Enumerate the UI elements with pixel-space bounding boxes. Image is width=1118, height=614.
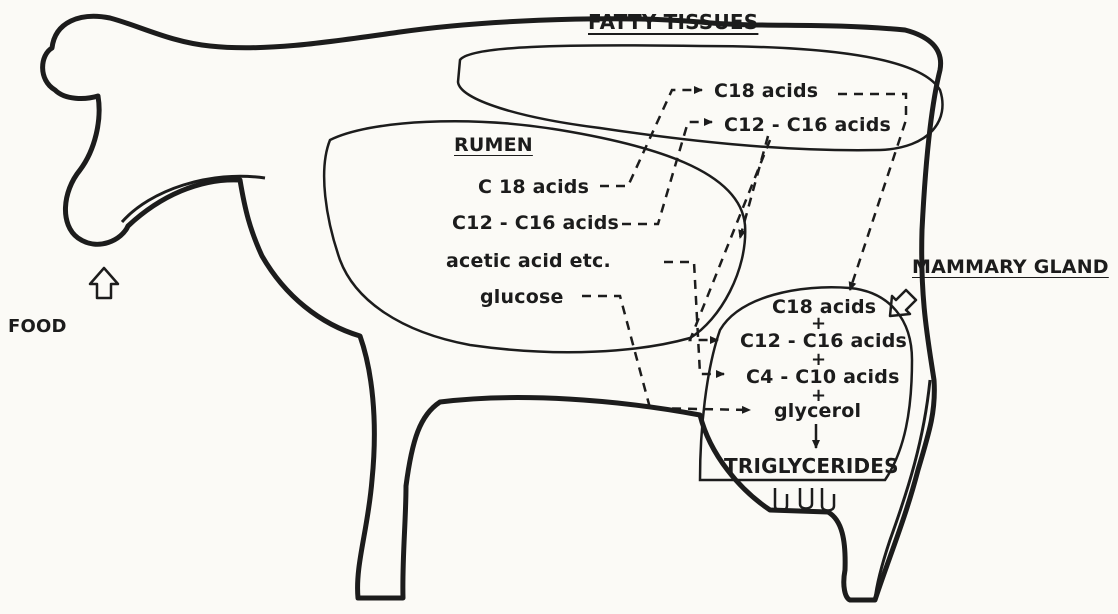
teats bbox=[775, 488, 834, 511]
label-triglycerides: TRIGLYCERIDES bbox=[724, 454, 899, 478]
fatty-c12-c16-acids: C12 - C16 acids bbox=[724, 114, 891, 136]
path-rumen-c18-to-fatty-c18 bbox=[600, 90, 702, 186]
back-leg-line bbox=[875, 380, 930, 600]
rumen-region bbox=[324, 121, 745, 352]
mammary-glycerol: glycerol bbox=[774, 400, 861, 422]
rumen-glucose: glucose bbox=[480, 286, 564, 308]
fatty-c18-acids: C18 acids bbox=[714, 80, 818, 102]
rumen-c18-acids: C 18 acids bbox=[478, 176, 589, 198]
path-glucose-to-glycerol bbox=[582, 296, 750, 410]
label-mammary-gland: MAMMARY GLAND bbox=[912, 256, 1109, 278]
food-arrow-icon bbox=[90, 268, 118, 298]
mammary-arrow-icon bbox=[890, 290, 916, 316]
label-food: FOOD bbox=[8, 316, 67, 337]
label-rumen: RUMEN bbox=[454, 134, 533, 156]
rumen-acetic-acid: acetic acid etc. bbox=[446, 250, 611, 272]
label-fatty-tissues: FATTY TISSUES bbox=[588, 10, 758, 34]
rumen-c12-c16-acids: C12 - C16 acids bbox=[452, 212, 619, 234]
